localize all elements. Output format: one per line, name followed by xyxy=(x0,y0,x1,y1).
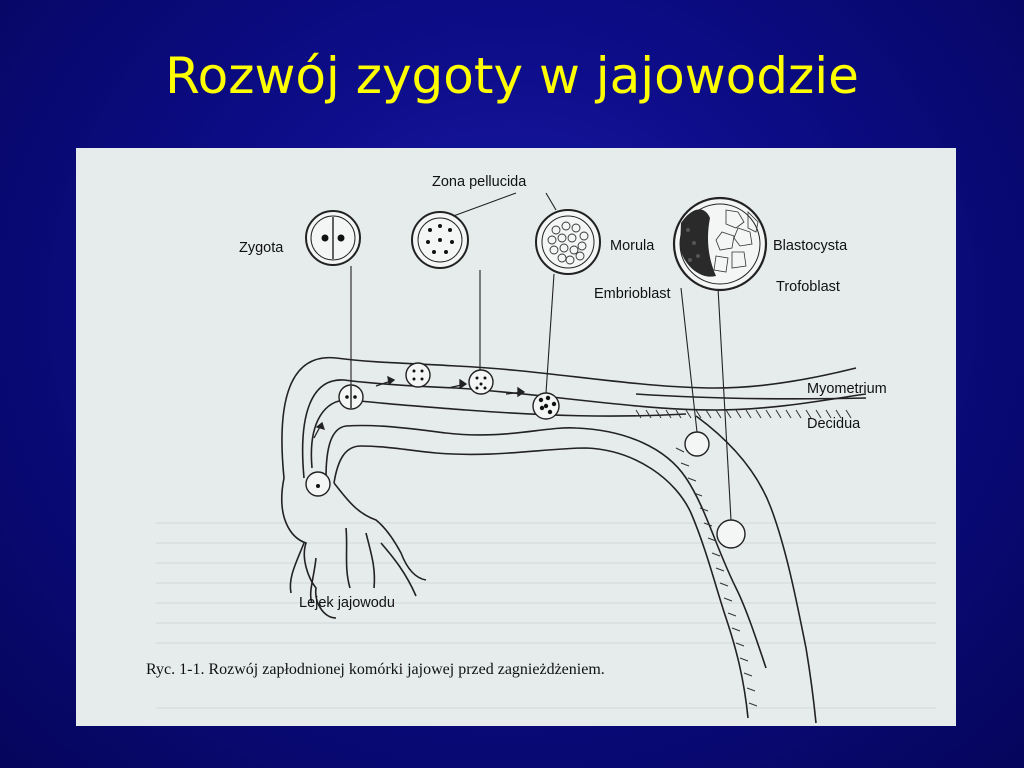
leader-lines xyxy=(350,192,732,521)
enlarged-cleavage-stage xyxy=(411,211,469,269)
decidua-hatching xyxy=(635,409,852,707)
tube-walls xyxy=(281,356,867,724)
label-morula: Morula xyxy=(610,238,655,254)
scanned-figure: Zona pellucida Zygota Morula Blastocysta… xyxy=(76,148,956,726)
tube-embryo-dots xyxy=(316,369,557,488)
fimbriae xyxy=(280,477,427,619)
enlarged-zygote xyxy=(305,210,361,266)
migration-arrows xyxy=(313,375,526,439)
figure-caption: Ryc. 1-1. Rozwój zapłodnionej komórki ja… xyxy=(146,661,605,678)
label-decidua: Decidua xyxy=(807,416,861,432)
bleed-through-texture xyxy=(156,522,936,709)
label-trofoblast: Trofoblast xyxy=(776,279,840,295)
enlarged-blastocyst xyxy=(672,196,768,292)
tube-embryos xyxy=(305,362,746,549)
slide-title: Rozwój zygoty w jajowodzie xyxy=(165,47,859,105)
label-zygota: Zygota xyxy=(239,240,284,256)
enlarged-morula xyxy=(535,209,601,275)
label-zona-pellucida: Zona pellucida xyxy=(432,174,527,190)
label-blastocysta: Blastocysta xyxy=(773,238,848,254)
label-myometrium: Myometrium xyxy=(807,381,887,397)
fallopian-tube-diagram xyxy=(156,192,936,724)
label-lejek-jajowodu: Lejek jajowodu xyxy=(299,595,395,611)
label-embrioblast: Embrioblast xyxy=(594,286,671,302)
